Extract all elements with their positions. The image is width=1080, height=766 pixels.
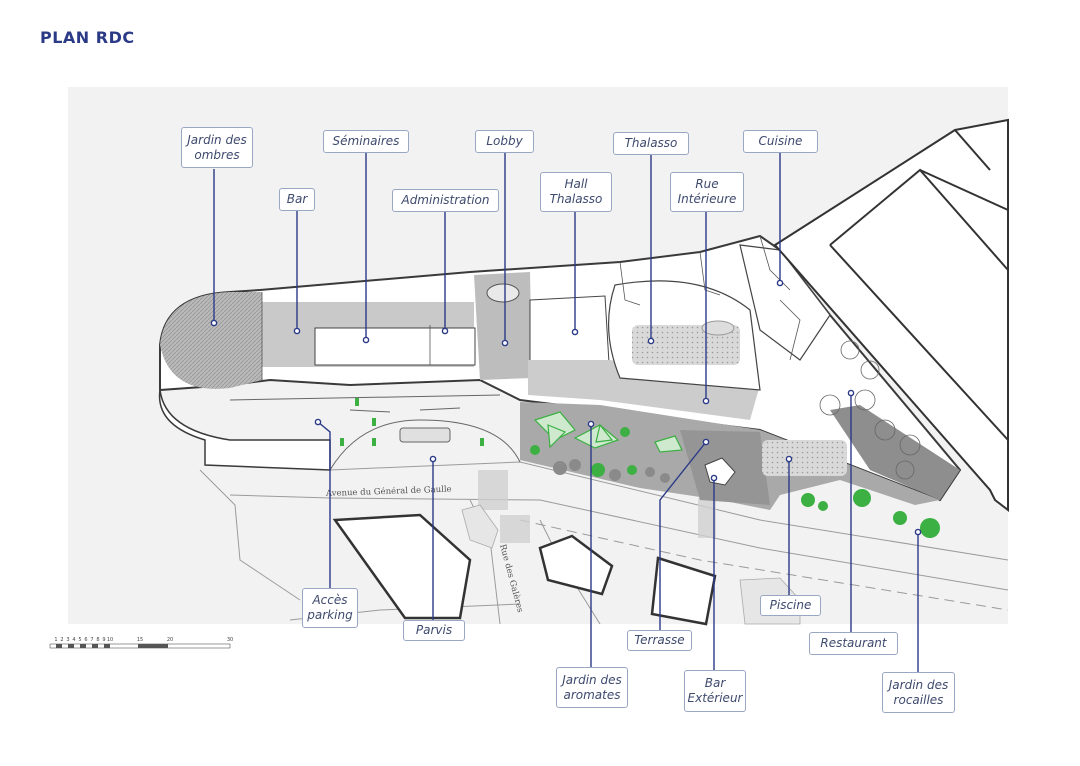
scale-tick-label: 30	[227, 637, 233, 643]
label-restaurant: Restaurant	[809, 632, 898, 655]
label-parvis: Parvis	[403, 620, 465, 641]
label-jardin-des-rocailles: Jardin des rocailles	[882, 672, 955, 713]
label-rue-interieure: Rue Intérieure	[670, 172, 744, 212]
label-cuisine: Cuisine	[743, 130, 818, 153]
crosswalks	[478, 470, 716, 543]
label-jardin-des-ombres: Jardin des ombres	[181, 127, 253, 168]
scale-bar	[49, 643, 231, 649]
page-title: PLAN RDC	[40, 28, 135, 47]
label-bar: Bar	[279, 188, 315, 211]
scale-tick-label: 7	[90, 637, 93, 643]
label-piscine: Piscine	[760, 595, 821, 616]
scale-tick-label: 1	[54, 637, 57, 643]
scale-tick-label: 10	[107, 637, 113, 643]
building	[158, 234, 962, 502]
label-seminaires: Séminaires	[323, 130, 409, 153]
scale-tick-label: 5	[78, 637, 81, 643]
scale-tick-label: 4	[72, 637, 75, 643]
scale-tick-label: 15	[137, 637, 143, 643]
vegetation	[530, 411, 940, 538]
label-administration: Administration	[392, 189, 499, 212]
scale-tick-label: 6	[84, 637, 87, 643]
scale-tick-label: 20	[167, 637, 173, 643]
parvis-plaza	[229, 394, 521, 471]
scale-tick-label: 3	[66, 637, 69, 643]
label-jardin-des-aromates: Jardin des aromates	[556, 667, 628, 708]
scale-tick-label: 8	[96, 637, 99, 643]
label-hall-thalasso: Hall Thalasso	[540, 172, 612, 212]
label-terrasse: Terrasse	[627, 630, 692, 651]
scale-tick-label: 9	[102, 637, 105, 643]
neighbour-building	[773, 118, 1009, 513]
scale-tick-label: 2	[60, 637, 63, 643]
label-lobby: Lobby	[475, 130, 534, 153]
street-islands	[332, 513, 717, 626]
restaurant-tables	[819, 340, 921, 480]
green-arrows	[340, 398, 484, 446]
leader-lines	[210, 153, 922, 672]
label-acces-parking: Accès parking	[302, 588, 358, 628]
label-thalasso: Thalasso	[613, 132, 689, 155]
label-bar-exterieur: Bar Extérieur	[684, 670, 746, 712]
street-name-avenue: Avenue du Général de Gaulle	[325, 484, 452, 499]
